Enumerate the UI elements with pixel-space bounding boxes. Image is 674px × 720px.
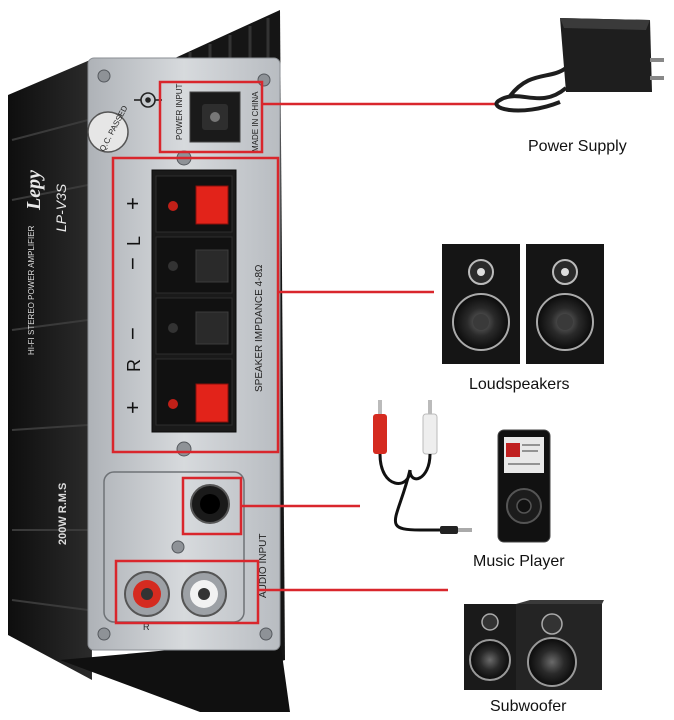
power-supply-label: Power Supply <box>528 138 627 155</box>
music-player-icon <box>497 429 551 543</box>
channel-right-label: R <box>124 359 144 372</box>
subwoofer-icon <box>464 600 604 690</box>
music-player-label: Music Player <box>473 553 565 570</box>
rca-r-mark: R <box>143 622 150 632</box>
channel-left-label: L <box>124 236 144 246</box>
power-supply-icon <box>494 18 664 113</box>
speaker-impedance-label: SPEAKER IMPDANCE 4-8Ω <box>254 264 265 392</box>
side-power-text: 200W R.M.S <box>57 483 69 545</box>
power-input-highlight <box>158 80 264 154</box>
terminal-minus-left: − <box>120 257 145 270</box>
terminal-plus-bottom: + <box>120 401 145 414</box>
loudspeakers-label: Loudspeakers <box>469 376 570 393</box>
subwoofer-label: Subwoofer <box>490 698 567 715</box>
terminal-plus-top: + <box>120 197 145 210</box>
brand-logo: Lepy <box>23 170 45 211</box>
power-input-label: POWER INPUT <box>175 83 184 140</box>
amplifier-chassis <box>8 10 290 712</box>
made-in-china-label: MADE IN CHINA <box>251 91 260 152</box>
loudspeakers-icon <box>442 244 604 364</box>
audio-input-label: AUDIO INPUT <box>258 534 269 598</box>
speaker-terminal-highlight <box>111 156 280 454</box>
terminal-minus-right: − <box>120 327 145 340</box>
side-product-text: HI-FI STEREO POWER AMPLIFIER <box>27 225 36 355</box>
model-label: LP-V3S <box>53 183 69 232</box>
connector-lines <box>241 102 498 592</box>
rca-cable-icon <box>373 400 472 534</box>
rca-highlight <box>114 559 260 625</box>
